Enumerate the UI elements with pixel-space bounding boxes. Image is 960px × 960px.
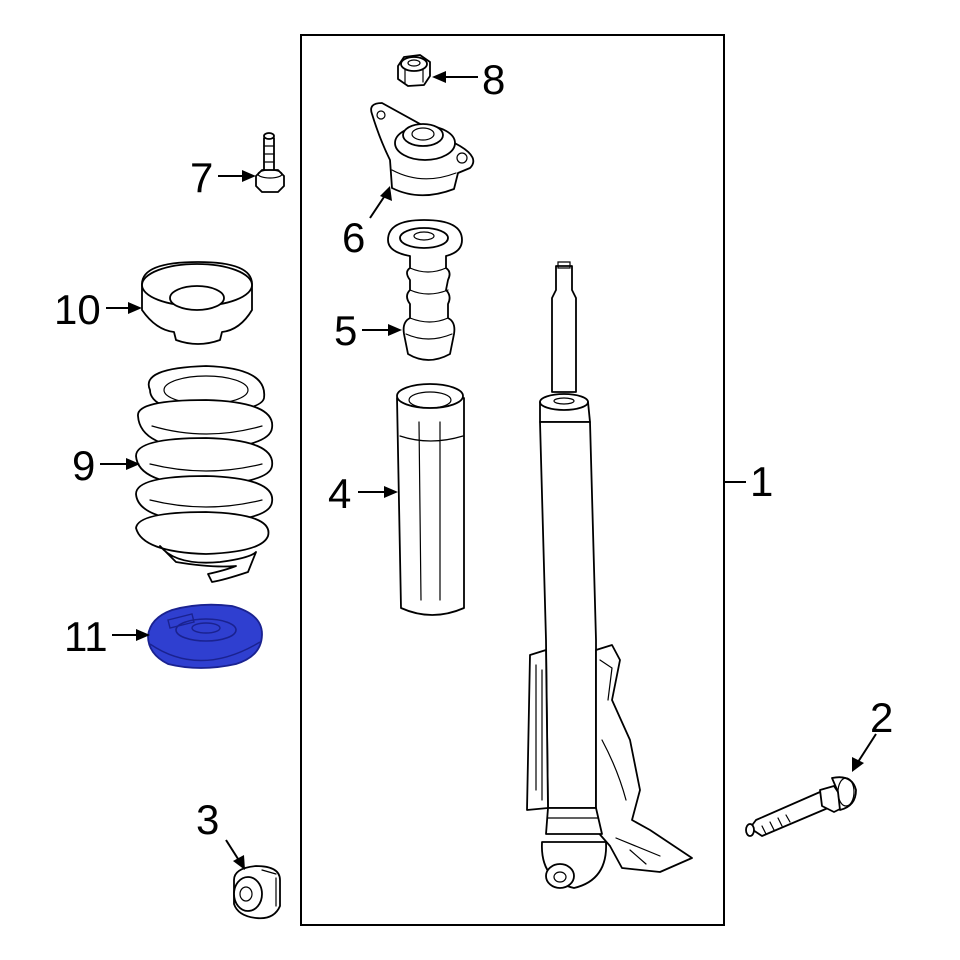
part-9-coil-spring[interactable]: [135, 365, 273, 583]
shock-assembly-box: [300, 34, 725, 926]
part-3-bushing[interactable]: [233, 865, 281, 920]
part-7-bolt[interactable]: [255, 132, 285, 193]
callout-7[interactable]: 7: [190, 154, 213, 201]
callout-11[interactable]: 11: [64, 613, 108, 660]
part-10-spring-seat[interactable]: [141, 261, 253, 345]
callout-9[interactable]: 9: [72, 442, 95, 489]
part-4-dust-boot[interactable]: [396, 383, 465, 616]
callout-8[interactable]: 8: [482, 56, 505, 103]
callout-4[interactable]: 4: [328, 470, 351, 517]
part-6-upper-mount[interactable]: [370, 102, 475, 197]
callout-6[interactable]: 6: [342, 214, 365, 261]
callout-10[interactable]: 10: [54, 286, 101, 333]
part-8-nut[interactable]: [397, 54, 431, 87]
part-2-bolt[interactable]: [745, 776, 857, 837]
callout-5[interactable]: 5: [334, 307, 357, 354]
part-11-spring-insulator[interactable]: [147, 603, 263, 669]
callout-2[interactable]: 2: [870, 694, 893, 741]
part-1-shock-absorber[interactable]: [526, 261, 693, 889]
callout-3[interactable]: 3: [196, 796, 219, 843]
part-5-bump-stop[interactable]: [387, 219, 463, 361]
callout-1[interactable]: 1: [750, 458, 773, 505]
